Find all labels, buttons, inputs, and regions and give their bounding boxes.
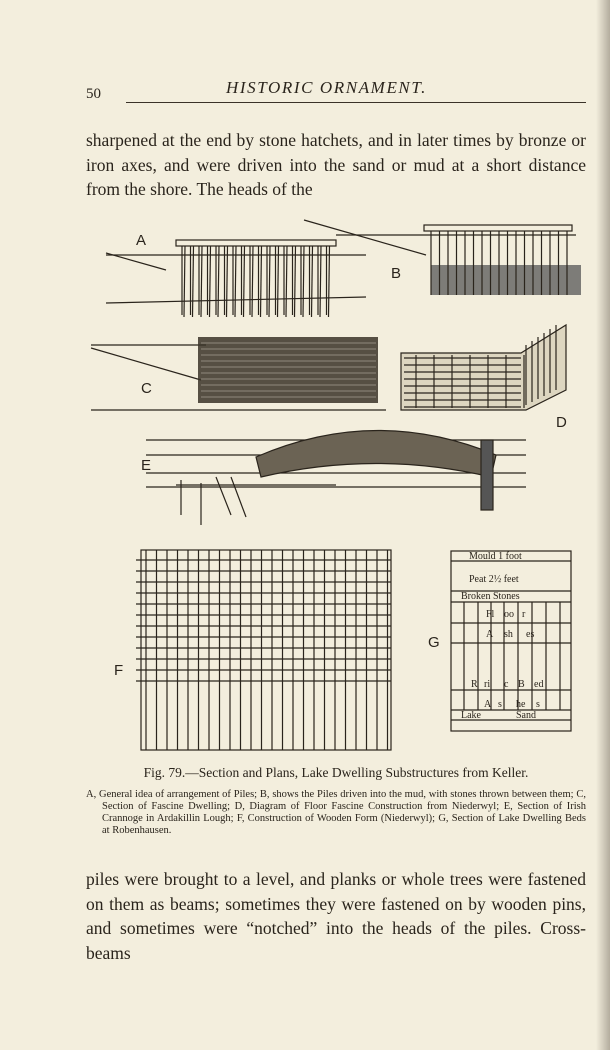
page-number: 50: [86, 86, 101, 102]
label-f: F: [114, 662, 123, 679]
label-d: D: [556, 414, 567, 431]
label-c: C: [141, 380, 152, 397]
figure-legend: A, General idea of arrangement of Piles;…: [86, 789, 586, 837]
figure-drawing: A B C: [90, 219, 581, 751]
label-a: A: [136, 232, 146, 249]
grid-f: [136, 550, 391, 750]
g-floor-2: oo: [504, 609, 514, 620]
pile: [293, 245, 297, 318]
g-ashes-1: A: [486, 629, 494, 640]
page-header: 50 HISTORIC ORNAMENT.: [86, 78, 586, 104]
pile: [276, 245, 280, 318]
panel-c: C: [90, 337, 386, 411]
piles-a: [181, 245, 331, 318]
piles-g: [463, 602, 561, 710]
panel-d: D: [400, 323, 567, 431]
panel-f: F: [114, 549, 392, 751]
g-a2-2: s: [498, 699, 502, 710]
g-a2-4: s: [536, 699, 540, 710]
fascine-c: [201, 342, 376, 398]
g-floor-1: Fl: [486, 609, 495, 620]
g-floor-3: r: [522, 609, 526, 620]
pile: [268, 245, 271, 318]
pile: [191, 245, 195, 318]
g-a2-3: he: [516, 699, 526, 710]
panel-b: B: [303, 219, 581, 295]
figure-79: A B C: [86, 215, 586, 755]
g-mould: Mould 1 foot: [469, 551, 522, 562]
pile: [225, 245, 229, 318]
label-g: G: [428, 634, 440, 651]
g-broken-stones: Broken Stones: [461, 591, 520, 602]
g-rb-4: B: [518, 679, 525, 690]
label-b: B: [391, 265, 401, 282]
pile: [310, 245, 314, 318]
running-title: HISTORIC ORNAMENT.: [226, 78, 428, 97]
panel-a: A: [105, 232, 367, 318]
pile: [183, 245, 186, 318]
pile: [327, 245, 331, 318]
page-spine-shadow: [596, 0, 610, 1050]
pile: [259, 245, 263, 318]
pile: [242, 245, 246, 318]
g-lake: Lake: [461, 710, 482, 721]
pile: [302, 245, 305, 318]
pile: [217, 245, 220, 318]
g-rb-3: c: [504, 679, 509, 690]
g-rb-5: ed: [534, 679, 543, 690]
paragraph-bottom: piles were brought to a level, and plank…: [86, 869, 586, 963]
g-ashes-2: sh: [504, 629, 513, 640]
header-rule: [126, 102, 586, 103]
pile: [208, 245, 212, 318]
paragraph-top: sharpened at the end by stone hatchets, …: [86, 130, 586, 199]
g-sand: Sand: [516, 710, 536, 721]
floor-d: [404, 325, 557, 408]
piles-b: [430, 231, 568, 295]
pile: [319, 245, 322, 318]
figure-caption: Fig. 79.—Section and Plans, Lake Dwellin…: [143, 765, 529, 780]
panel-g: Mould 1 foot Peat 2½ feet Broken Stones …: [428, 550, 572, 732]
g-ashes-3: es: [526, 629, 534, 640]
g-a2-1: A: [484, 699, 492, 710]
pile: [285, 245, 288, 318]
g-rb-2: ri: [484, 679, 490, 690]
pile: [234, 245, 237, 318]
pile: [200, 245, 203, 318]
figure-legend-text: A, General idea of arrangement of Piles;…: [86, 789, 586, 836]
label-e: E: [141, 457, 151, 474]
panel-e: E: [141, 429, 526, 525]
pile: [251, 245, 254, 318]
g-peat: Peat 2½ feet: [469, 574, 519, 585]
g-rb-1: R: [471, 679, 478, 690]
